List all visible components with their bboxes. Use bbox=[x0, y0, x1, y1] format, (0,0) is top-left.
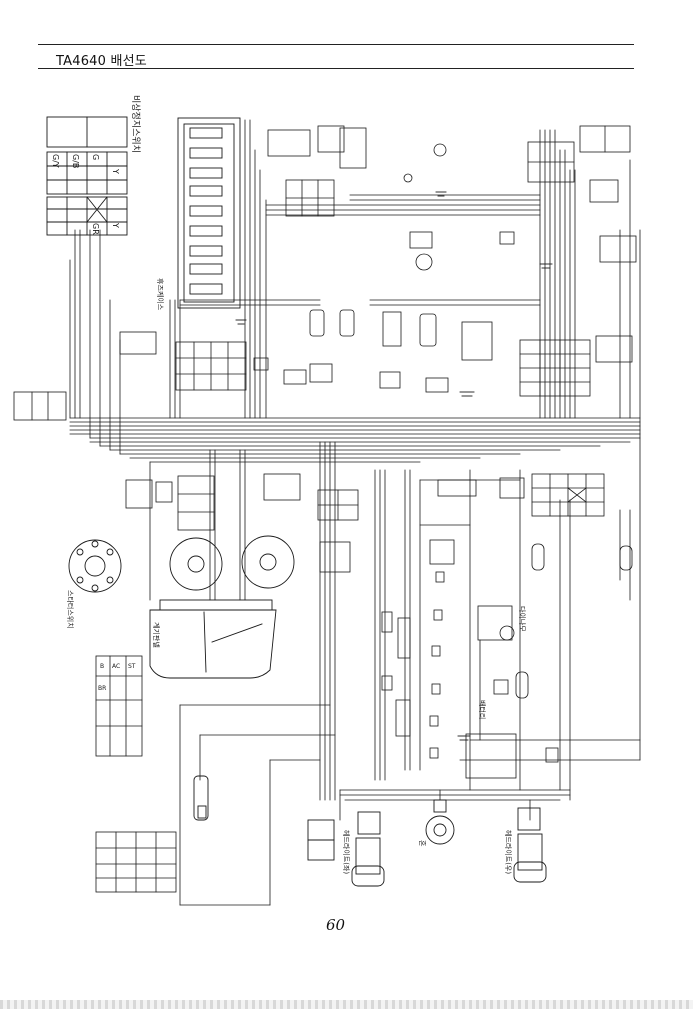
battery-label: 배터리 bbox=[478, 700, 487, 719]
head-lamp-right-label: 헤드라이트(우) bbox=[504, 830, 513, 874]
page-header: TA4640 배선도 bbox=[38, 44, 634, 69]
top-right-components bbox=[339, 125, 637, 397]
switch-code: GR bbox=[91, 223, 100, 235]
switch-code: G bbox=[91, 154, 100, 160]
switch-code: G/B bbox=[71, 154, 80, 168]
switch-code: Y bbox=[111, 222, 120, 228]
rotary-switches bbox=[68, 535, 295, 593]
starter-table-cell: B bbox=[100, 663, 104, 670]
switch-code: G/Y bbox=[51, 154, 60, 168]
starter-switch-label: 스타터스위치 bbox=[66, 590, 75, 629]
right-connector-block bbox=[531, 473, 605, 517]
emergency-switch-table bbox=[46, 116, 128, 236]
instrument-panel-label: 계기판넬 bbox=[152, 622, 161, 648]
head-lamp-left-label: 헤드라이트(좌) bbox=[342, 830, 351, 874]
header-rule-top bbox=[38, 44, 634, 45]
main-harness bbox=[69, 417, 641, 463]
fuse-case-label: 휴즈케이스 bbox=[156, 278, 165, 311]
upper-harness bbox=[69, 119, 641, 455]
bottom-components bbox=[193, 775, 547, 887]
starter-table-header: B AC ST BR bbox=[98, 663, 136, 692]
scan-edge bbox=[0, 1000, 693, 1009]
fuse-connectors bbox=[119, 125, 345, 391]
emergency-stop-switch-label: 비상정지스위치 bbox=[130, 95, 142, 153]
emergency-switch-codes: G/Y G/B Y G Y GR bbox=[51, 154, 120, 235]
switch-code: Y bbox=[111, 168, 120, 174]
lower-relays bbox=[381, 539, 633, 779]
mid-switches bbox=[253, 309, 449, 393]
starter-table-cell: ST bbox=[128, 663, 136, 670]
starter-table-cell: AC bbox=[112, 663, 120, 670]
horn-label: 혼 bbox=[418, 840, 427, 847]
starter-table-cell: BR bbox=[98, 685, 106, 692]
component-labels: 스타터스위치 계기판넬 다이나모 배터리 혼 헤드라이트(좌) 헤드라이트(우) bbox=[66, 590, 527, 874]
header-rule-bottom bbox=[38, 68, 634, 69]
alternator-label: 다이나모 bbox=[518, 606, 527, 632]
ground-symbols bbox=[235, 191, 553, 741]
lower-harness bbox=[149, 433, 641, 906]
fuse-case bbox=[177, 117, 241, 309]
instrument-panel-shape bbox=[149, 599, 277, 679]
starter-switch-table bbox=[95, 655, 177, 893]
left-mid-components bbox=[13, 391, 525, 573]
page-title: TA4640 배선도 bbox=[56, 54, 147, 69]
page-number: 60 bbox=[326, 916, 346, 934]
